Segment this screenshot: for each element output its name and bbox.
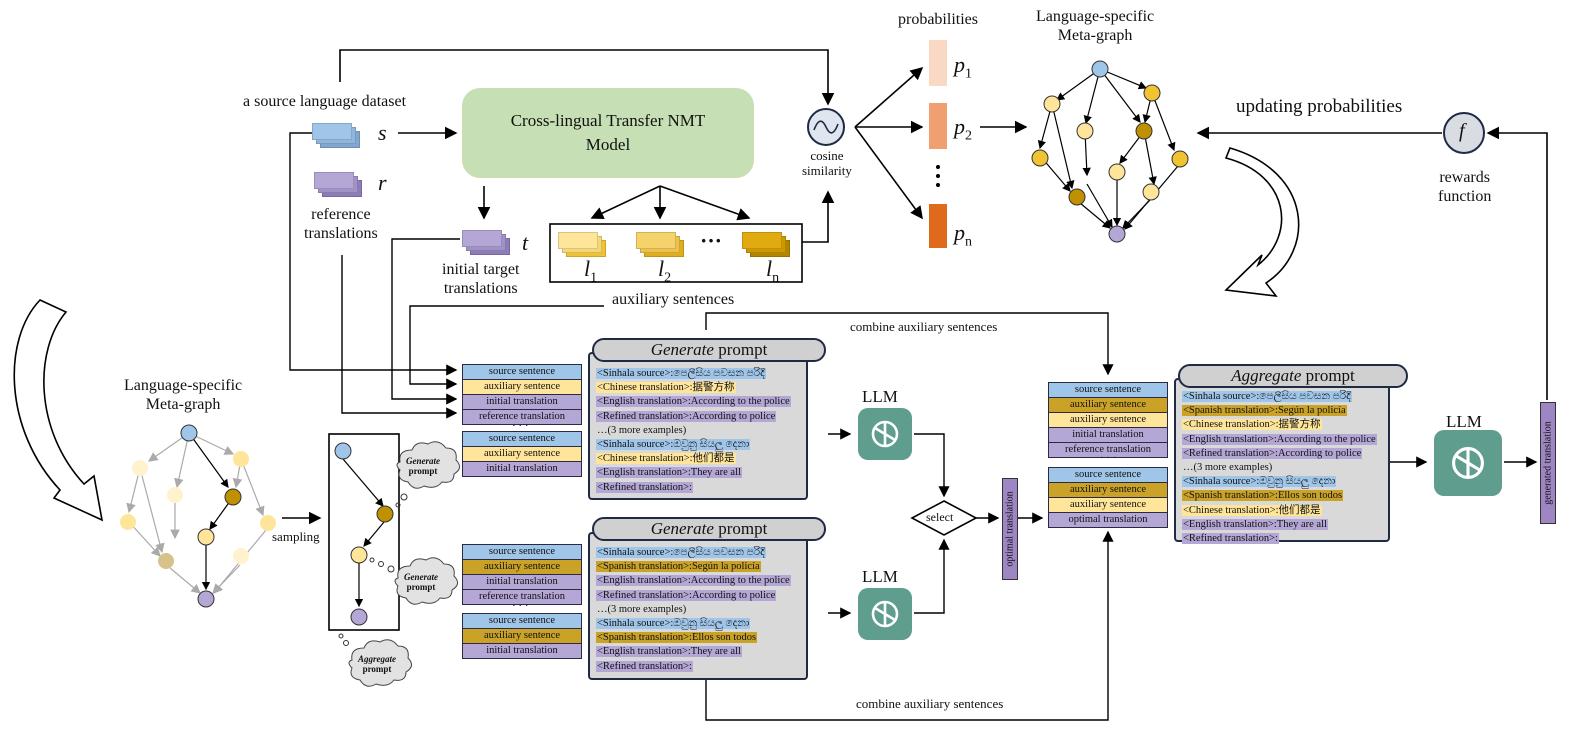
aux-stack-2	[636, 232, 684, 257]
openai-icon	[1452, 447, 1484, 479]
p2-symbol: p2	[954, 114, 972, 144]
prob-bar-2	[929, 103, 947, 149]
t-symbol: t	[522, 230, 529, 255]
input-table-2: source sentence auxiliary sentence initi…	[462, 544, 582, 605]
generated-translation-bar: generated translation	[1540, 402, 1556, 524]
input-table-1: source sentence auxiliary sentence initi…	[462, 364, 582, 425]
aux-ellipsis: ···	[700, 228, 723, 253]
aggregate-prompt-lines: <Sinhala source>:පෙලීසිය පවසන පරිදි <Spa…	[1182, 391, 1377, 545]
sampled-path-box	[328, 433, 400, 631]
ln-symbol: ln	[766, 256, 780, 286]
generate-prompt-2-title: Generate prompt	[592, 517, 826, 541]
pn-symbol: pn	[954, 220, 972, 250]
r-symbol: r	[378, 170, 387, 195]
curved-arrow-right	[1224, 147, 1300, 298]
table-dots-1: · · ·	[512, 420, 529, 432]
generate-prompt-1-title: Generate prompt	[592, 338, 826, 362]
llm-3-icon	[1434, 430, 1502, 496]
llm-1-icon	[858, 408, 912, 460]
generate-prompt-1-lines: <Sinhala source>:පෙලීසිය පවසන පරිදි <Chi…	[596, 368, 791, 493]
f-symbol: f	[1459, 120, 1465, 142]
aggregate-prompt-title: Aggregate prompt	[1178, 364, 1408, 388]
table-dots-3: · · ·	[1100, 452, 1117, 464]
meta-graph-left-nodes	[120, 424, 276, 608]
source-to-cosine-arrow	[339, 49, 835, 106]
thought-clouds	[348, 441, 460, 687]
curved-arrow-left	[13, 299, 104, 522]
aux-stack-1	[558, 232, 606, 257]
probabilities-label: probabilities	[898, 11, 978, 28]
openai-icon	[871, 420, 899, 448]
initial-stack	[462, 230, 510, 255]
auxiliary-box	[549, 223, 803, 283]
generate-prompt-2-lines: <Sinhala source>:පෙලීසිය පවසන පරිදි <Spa…	[596, 547, 791, 672]
l2-symbol: l2	[658, 256, 672, 286]
llm-1-label: LLM	[862, 387, 898, 406]
s-symbol: s	[378, 120, 387, 145]
table-dots-2: · · ·	[512, 600, 529, 612]
input-table-1b: source sentence auxiliary sentence initi…	[462, 431, 582, 477]
sampling-label: sampling	[272, 529, 320, 544]
prob-bar-n	[929, 204, 947, 248]
prob-bar-1	[929, 40, 947, 86]
combine-top-label: combine auxiliary sentences	[850, 319, 998, 334]
meta-graph-top-nodes	[1031, 60, 1189, 243]
source-dataset-label: a source language dataset	[243, 93, 407, 110]
llm-2-icon	[858, 588, 912, 640]
l1-symbol: l1	[584, 256, 598, 286]
llm-2-label: LLM	[862, 567, 898, 586]
aggregate-table-1: source sentence auxiliary sentence auxil…	[1048, 382, 1168, 458]
optimal-translation-bar: optimal translation	[1002, 478, 1018, 580]
aggregate-table-2: source sentence auxiliary sentence auxil…	[1048, 467, 1168, 528]
aux-sentences-label: auxiliary sentences	[612, 291, 735, 308]
select-label: select	[926, 510, 954, 524]
combine-bottom-label: combine auxiliary sentences	[856, 696, 1004, 711]
select-node	[910, 500, 978, 536]
openai-icon	[871, 600, 899, 628]
p1-symbol: p1	[954, 52, 972, 82]
source-stack	[312, 123, 360, 148]
aux-stack-n	[742, 232, 790, 257]
rewards-node	[1443, 112, 1485, 154]
input-table-2b: source sentence auxiliary sentence initi…	[462, 613, 582, 659]
updating-label: updating probabilities	[1236, 96, 1403, 117]
reference-stack	[314, 172, 362, 197]
llm-3-label: LLM	[1446, 412, 1482, 431]
